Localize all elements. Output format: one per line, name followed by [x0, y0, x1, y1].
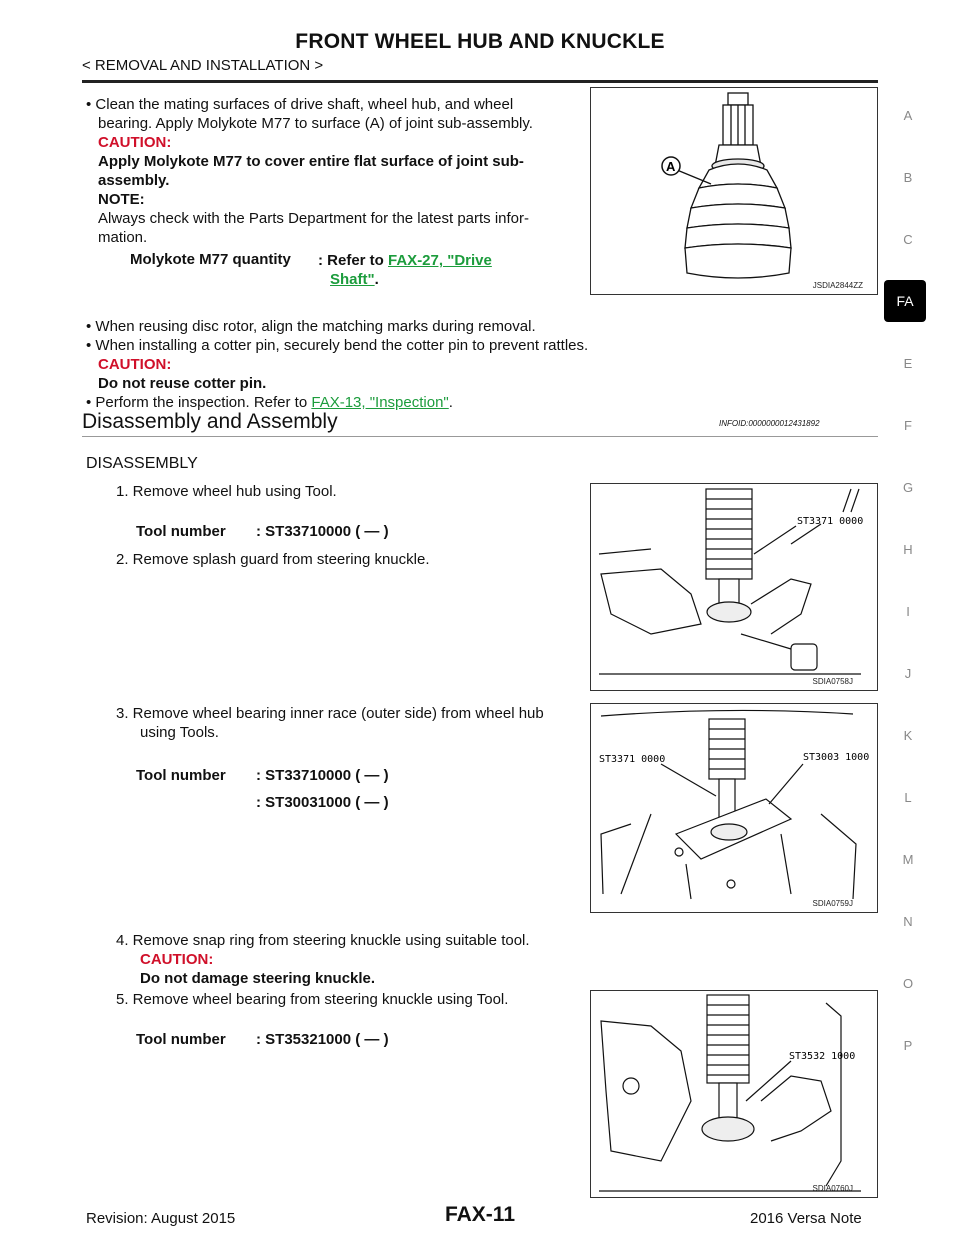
note-label: NOTE: — [98, 191, 145, 208]
step-4: 4. Remove snap ring from steering knuckl… — [116, 931, 530, 988]
step5-tool-label: Tool number — [136, 1031, 226, 1048]
subheading-disassembly: DISASSEMBLY — [86, 455, 198, 472]
page-title: FRONT WHEEL HUB AND KNUCKLE — [295, 30, 665, 53]
header-divider — [82, 80, 878, 83]
step1-tool-value: : ST33710000 ( — ) — [256, 523, 389, 540]
figure3-tool-label-left: ST3371 0000 — [599, 754, 665, 765]
side-index-g[interactable]: G — [902, 480, 914, 495]
side-index-m[interactable]: M — [902, 852, 914, 867]
link-fax-27-drive-shaft-1[interactable]: FAX-27, "Drive — [388, 252, 492, 269]
caution-text-line1: Apply Molykote M77 to cover entire flat … — [98, 153, 524, 170]
step3-tool-value-1: : ST33710000 ( — ) — [256, 767, 389, 784]
caution2-label: CAUTION: — [98, 356, 172, 373]
bullet-inspection: • Perform the inspection. Refer to FAX-1… — [86, 393, 866, 412]
wheel-bearing-removal-illustration: ST3532 1000 — [599, 994, 861, 1192]
caution-label: CAUTION: — [98, 134, 172, 151]
figure-remove-wheel-bearing: ST3532 1000 SDIA0760J — [590, 990, 878, 1198]
intro-bullet1-line1: • Clean the mating surfaces of drive sha… — [86, 96, 514, 113]
side-index-a[interactable]: A — [903, 108, 913, 123]
breadcrumb: < REMOVAL AND INSTALLATION > — [82, 57, 324, 74]
step3-tool-label: Tool number — [136, 767, 226, 784]
step4-text: 4. Remove snap ring from steering knuckl… — [116, 932, 530, 949]
side-index-l[interactable]: L — [904, 790, 912, 805]
side-index-f[interactable]: F — [904, 418, 912, 433]
step-1: 1. Remove wheel hub using Tool. — [116, 483, 337, 500]
side-index-o[interactable]: O — [902, 976, 914, 991]
note-text-line2: mation. — [98, 229, 148, 246]
figure2-tool-label: ST3371 0000 — [797, 516, 863, 527]
bullet-cotter-pin: • When installing a cotter pin, securely… — [86, 337, 589, 354]
caution2-text: Do not reuse cotter pin. — [98, 375, 267, 392]
step-5: 5. Remove wheel bearing from steering kn… — [116, 991, 509, 1008]
step5-tool-value: : ST35321000 ( — ) — [256, 1031, 389, 1048]
step3-tool-value-2: : ST30031000 ( — ) — [256, 794, 389, 811]
step3-line2: using Tools. — [140, 724, 219, 741]
figure4-tool-label: ST3532 1000 — [789, 1051, 855, 1062]
inner-race-removal-illustration: ST3371 0000 ST3003 1000 — [599, 709, 869, 900]
side-index-k[interactable]: K — [903, 728, 913, 743]
side-index-j[interactable]: J — [904, 666, 912, 681]
footer-model: 2016 Versa Note — [750, 1210, 862, 1227]
step-3: 3. Remove wheel bearing inner race (oute… — [116, 704, 580, 742]
figure3-id: SDIA0759J — [812, 899, 853, 908]
molykote-period: . — [374, 271, 379, 288]
side-index-c[interactable]: C — [903, 232, 913, 247]
link-fax-27-drive-shaft-2[interactable]: Shaft" — [330, 271, 375, 288]
note-text-line1: Always check with the Parts Department f… — [98, 210, 530, 227]
section-heading: Disassembly and Assembly — [82, 410, 338, 433]
step-2: 2. Remove splash guard from steering knu… — [116, 551, 430, 568]
step4-caution-text: Do not damage steering knuckle. — [140, 970, 376, 987]
figure4-id: SDIA0760J — [812, 1184, 853, 1193]
side-index-h[interactable]: H — [903, 542, 913, 557]
step4-caution-label: CAUTION: — [140, 951, 214, 968]
side-index-fa-active[interactable]: FA — [884, 280, 926, 322]
side-index-n[interactable]: N — [903, 914, 913, 929]
figure2-id: SDIA0758J — [812, 677, 853, 686]
molykote-reference: : Refer to FAX-27, "Drive Shaft". — [318, 251, 492, 289]
step3-line1: 3. Remove wheel bearing inner race (oute… — [116, 705, 544, 722]
intro-more-bullets: • When reusing disc rotor, align the mat… — [86, 317, 866, 412]
bullet-reusing-rotor: • When reusing disc rotor, align the mat… — [86, 318, 536, 335]
figure-remove-wheel-hub: ST3371 0000 SDIA0758J — [590, 483, 878, 691]
callout-a: A — [666, 159, 676, 174]
figure3-tool-label-right: ST3003 1000 — [803, 752, 869, 763]
molykote-refer-prefix: : Refer to — [318, 252, 389, 269]
footer-revision: Revision: August 2015 — [86, 1210, 236, 1227]
footer-page-number: FAX-11 — [444, 1203, 516, 1226]
side-index-b[interactable]: B — [903, 170, 913, 185]
side-index-i[interactable]: I — [906, 604, 910, 619]
figure-joint-sub-assembly: A JSDIA2844ZZ — [590, 87, 878, 295]
info-id: INFOID:0000000012431892 — [719, 419, 820, 428]
figure1-id: JSDIA2844ZZ — [812, 281, 863, 290]
figure-remove-inner-race: ST3371 0000 ST3003 1000 SDIA0759J — [590, 703, 878, 913]
bullet4-prefix: • Perform the inspection. Refer to — [86, 394, 312, 411]
side-index-p[interactable]: P — [903, 1038, 913, 1053]
link-fax-13-inspection[interactable]: FAX-13, "Inspection" — [311, 394, 449, 411]
joint-illustration: A — [661, 92, 792, 279]
section-divider — [82, 436, 878, 437]
step1-tool-label: Tool number — [136, 523, 226, 540]
wheel-hub-removal-illustration: ST3371 0000 — [598, 488, 863, 675]
side-index-e[interactable]: E — [903, 356, 913, 371]
caution-text-line2: assembly. — [98, 172, 170, 189]
bullet4-suffix: . — [448, 394, 453, 411]
molykote-label: Molykote M77 quantity — [130, 251, 291, 268]
intro-bullet1-line2: bearing. Apply Molykote M77 to surface (… — [98, 115, 533, 132]
intro-bullet-clean: • Clean the mating surfaces of drive sha… — [86, 95, 582, 247]
